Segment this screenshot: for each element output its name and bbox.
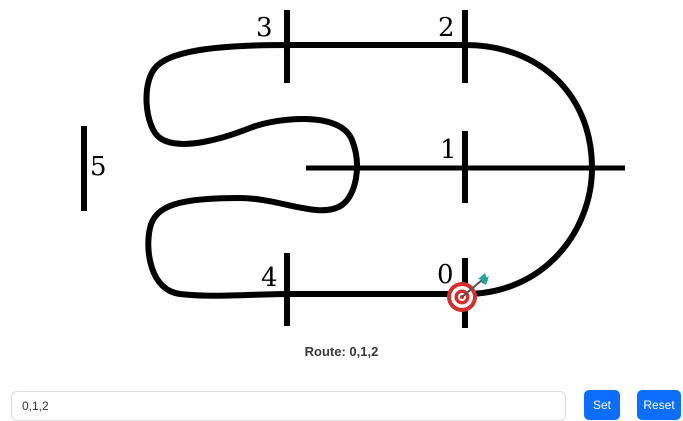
gate-label-1: 1 xyxy=(440,135,457,165)
track-canvas: 0 1 2 3 4 5 xyxy=(81,10,625,328)
gate-label-3: 3 xyxy=(256,13,273,43)
set-button[interactable]: Set xyxy=(584,390,620,420)
target-dart-icon xyxy=(447,273,489,312)
route-status: Route: 0,1,2 xyxy=(304,344,379,359)
gate-label-5: 5 xyxy=(90,152,107,182)
gate-label-4: 4 xyxy=(261,263,278,293)
gate-label-0: 0 xyxy=(437,260,454,290)
route-input[interactable] xyxy=(11,391,566,421)
track-path xyxy=(143,42,595,299)
reset-button[interactable]: Reset xyxy=(637,390,681,420)
gate-label-2: 2 xyxy=(438,13,455,43)
